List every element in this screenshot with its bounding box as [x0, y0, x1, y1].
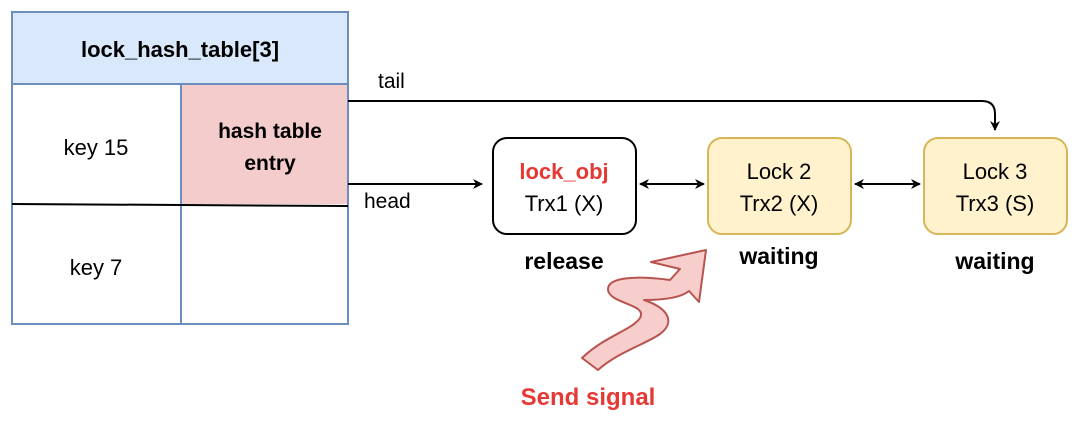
send-signal-label: Send signal: [521, 384, 656, 411]
entry-label-line2: entry: [244, 152, 296, 175]
lock-2-status: waiting: [738, 243, 818, 269]
lock-3-status: waiting: [954, 248, 1034, 274]
hash-table-entry-cell: [181, 85, 347, 204]
lock-2-trx: Trx2 (X): [740, 191, 819, 216]
lock-3-title: Lock 3: [963, 159, 1028, 184]
table-title: lock_hash_table[3]: [81, 37, 279, 62]
lock-obj-node: lock_obj Trx1 (X): [492, 137, 637, 235]
entry-label-line1: hash table: [218, 120, 322, 143]
lock-obj-title: lock_obj: [519, 159, 608, 184]
lock-3-trx: Trx3 (S): [956, 191, 1035, 216]
lock-obj-trx: Trx1 (X): [525, 191, 604, 216]
tail-arrow: [348, 100, 1000, 131]
tail-label: tail: [378, 70, 405, 93]
key-7-label: key 7: [70, 255, 123, 280]
send-signal-squiggle: [581, 249, 707, 371]
lock-2-node: Lock 2 Trx2 (X): [707, 137, 852, 235]
lock-2-title: Lock 2: [747, 159, 812, 184]
head-label: head: [364, 190, 411, 213]
lock-3-node: Lock 3 Trx3 (S): [923, 137, 1068, 235]
table-row-divider: [11, 203, 349, 207]
table-title-cell: [11, 11, 349, 85]
release-status: release: [524, 248, 603, 274]
key-15-label: key 15: [64, 135, 129, 160]
hash-table: lock_hash_table[3] key 15 hash table ent…: [11, 11, 349, 325]
